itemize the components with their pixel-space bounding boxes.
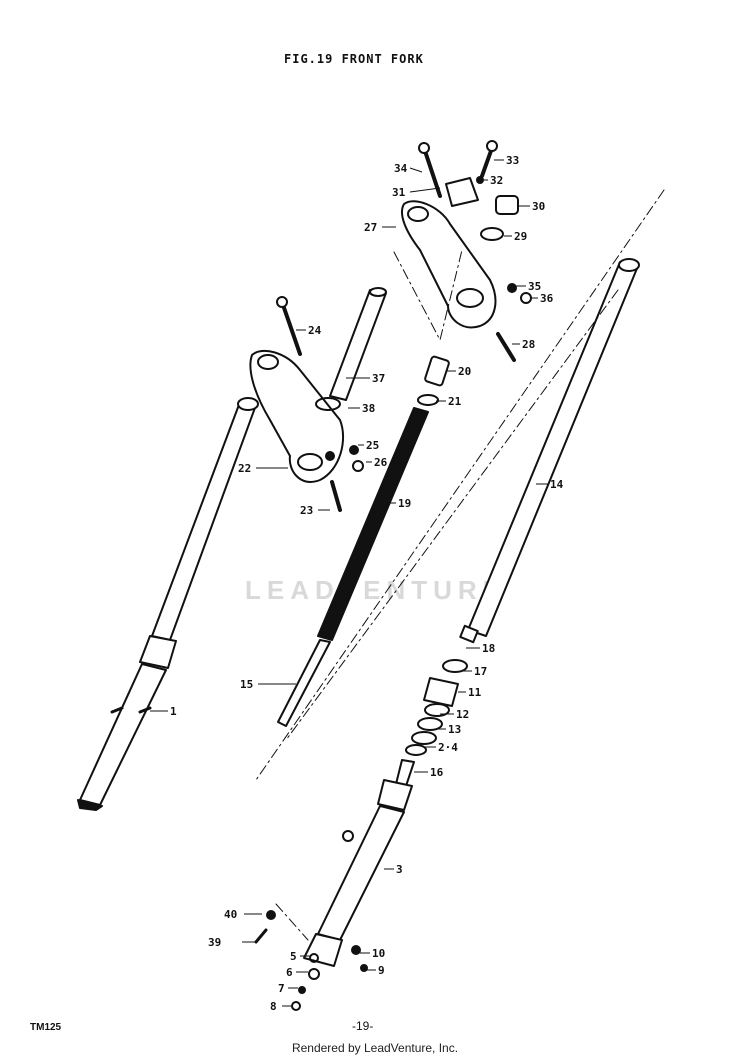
part-label-32: 32 (490, 174, 503, 187)
part-label-12: 12 (456, 708, 469, 721)
damper-rod (277, 639, 331, 727)
part-label-38: 38 (362, 402, 375, 415)
part-label-2-4: 2·4 (438, 741, 458, 754)
part-label-35: 35 (528, 280, 541, 293)
small-fasteners (254, 176, 532, 1011)
part-label-27: 27 (364, 221, 377, 234)
part-label-34: 34 (394, 162, 408, 175)
part-label-40: 40 (224, 908, 237, 921)
part-label-36: 36 (540, 292, 554, 305)
cap-bolt (417, 355, 450, 406)
part-label-6: 6 (286, 966, 293, 979)
assembly-lines (255, 189, 665, 941)
lower-outer-tube (303, 624, 479, 967)
part-label-22: 22 (238, 462, 251, 475)
part-label-25: 25 (366, 439, 379, 452)
part-label-1: 1 (170, 705, 177, 718)
part-label-7: 7 (278, 982, 285, 995)
render-credit: Rendered by LeadVenture, Inc. (291, 1041, 459, 1055)
right-fork-tube (467, 258, 640, 637)
part-label-15: 15 (240, 678, 253, 691)
stem-nut (445, 177, 519, 241)
part-label-21: 21 (448, 395, 462, 408)
part-label-10: 10 (372, 947, 385, 960)
part-label-5: 5 (290, 950, 297, 963)
part-labels: 1 3 5 6 7 8 9 10 11 12 13 14 15 16 17 18… (170, 154, 564, 1013)
figure-title: FIG.19 FRONT FORK (284, 52, 424, 66)
upper-bracket (401, 200, 497, 329)
part-label-33: 33 (506, 154, 519, 167)
part-label-14: 14 (550, 478, 564, 491)
leader-lines (150, 159, 548, 1007)
part-label-16: 16 (430, 766, 444, 779)
watermark: LEADVENTURE (245, 575, 507, 605)
part-label-29: 29 (514, 230, 527, 243)
part-label-3: 3 (396, 863, 403, 876)
part-label-13: 13 (448, 723, 461, 736)
part-label-39: 39 (208, 936, 221, 949)
model-code: TM125 (30, 1022, 62, 1033)
part-label-18: 18 (482, 642, 495, 655)
fork-spring (317, 407, 429, 641)
part-label-28: 28 (522, 338, 535, 351)
part-label-26: 26 (374, 456, 388, 469)
left-fork-tube (77, 397, 259, 811)
part-label-9: 9 (378, 964, 385, 977)
part-label-24: 24 (308, 324, 322, 337)
part-label-20: 20 (458, 365, 471, 378)
part-label-23: 23 (300, 504, 313, 517)
lower-bracket (249, 350, 345, 483)
part-label-19: 19 (398, 497, 411, 510)
steering-stem (329, 287, 387, 401)
part-label-17: 17 (474, 665, 487, 678)
part-label-37: 37 (372, 372, 385, 385)
part-label-31: 31 (392, 186, 406, 199)
page-number: -19- (352, 1019, 374, 1033)
part-label-11: 11 (468, 686, 482, 699)
part-label-30: 30 (532, 200, 545, 213)
part-label-8: 8 (270, 1000, 277, 1013)
